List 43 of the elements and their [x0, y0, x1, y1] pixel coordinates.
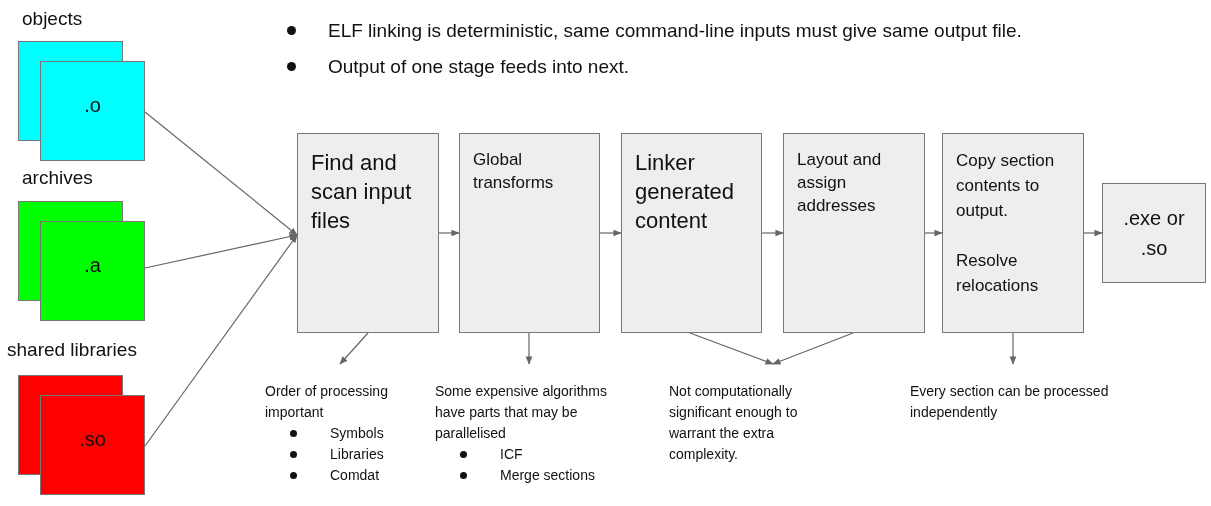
group-heading: archives [22, 167, 93, 189]
arrow [525, 332, 533, 365]
arrow [761, 229, 784, 237]
file-extension: .so [78, 428, 107, 451]
step-label: .exe or .so [1122, 206, 1186, 261]
process-box [621, 133, 762, 333]
bullet-text: ICF [500, 446, 523, 462]
arrow [144, 111, 298, 236]
step-label: Layout and assign addresses [797, 149, 883, 217]
group-heading: shared libraries [7, 339, 137, 361]
group-heading: objects [22, 8, 83, 30]
arrow [144, 234, 298, 447]
bullet-text: Libraries [330, 446, 384, 462]
process-box [942, 133, 1084, 333]
arrow [599, 229, 622, 237]
step-label: Copy section contents to output. [956, 150, 1056, 222]
step-label: Linker generated content [635, 149, 736, 235]
process-box [297, 133, 439, 333]
arrow [1009, 332, 1017, 365]
file-extension: .o [83, 94, 102, 117]
note-text: Order of processing important [265, 382, 389, 422]
output-box [1102, 183, 1206, 283]
arrow [1083, 229, 1103, 237]
arrow [689, 332, 774, 365]
bullet-text: Comdat [330, 467, 380, 483]
step-label: Find and scan input files [311, 149, 413, 235]
step-label: Global transforms [473, 149, 555, 194]
arrow [339, 332, 369, 365]
file-extension: .a [83, 254, 102, 277]
note-text: Not computationally significant enough to warrant the extra complexity. [669, 382, 799, 464]
arrow [924, 229, 943, 237]
process-box [459, 133, 600, 333]
bullet-text: ELF linking is deterministic, same command-line inputs must give same output file. [328, 20, 1022, 41]
note-text: Some expensive algorithms have parts that may be parallelised [435, 382, 608, 443]
bullet-text: Symbols [330, 425, 384, 441]
process-box [783, 133, 925, 333]
step-label: Resolve relocations [956, 250, 1040, 297]
bullet-text: Merge sections [500, 467, 595, 483]
note-text: Every section can be processed independently [910, 382, 1110, 422]
arrow [438, 229, 460, 237]
arrow [772, 332, 854, 365]
bullet-text: Output of one stage feeds into next. [328, 56, 630, 77]
arrow [144, 233, 298, 269]
